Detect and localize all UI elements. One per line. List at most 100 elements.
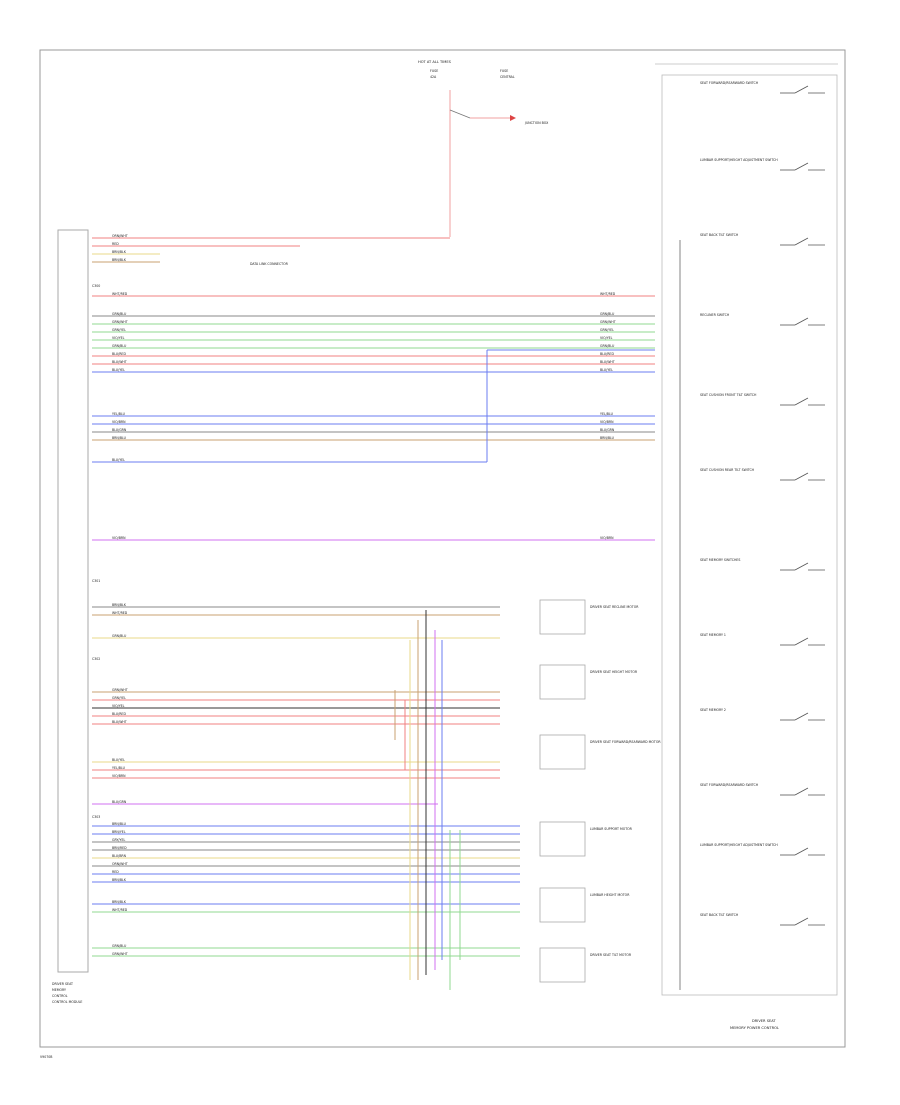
wire-upper-end-label-14: VIO/BRN — [600, 420, 614, 424]
wire-upper-end-label-6: GRN/WHT — [600, 320, 616, 324]
wire-upper-label-2: BRN/BLK — [112, 250, 127, 254]
motor-label-3: LUMBAR SUPPORT MOTOR — [590, 827, 633, 831]
module-label-3: CONTROL — [52, 994, 68, 998]
wire-lower-label-21: WHT/RED — [112, 908, 128, 912]
motor-label-1: DRIVER SEAT HEIGHT MOTOR — [590, 670, 638, 674]
switch-label-4: SEAT CUSHION FRONT TILT SWITCH — [700, 393, 757, 397]
wire-lower-label-13: BRN/YEL — [112, 830, 126, 834]
switch-label-6: SEAT MEMORY SWITCHES — [700, 558, 740, 562]
motor-box-0 — [539, 599, 586, 635]
connector-c303: C303 — [92, 815, 100, 819]
switch-label-11: SEAT BACK TILT SWITCH — [700, 913, 739, 917]
switch-label-10: LUMBAR SUPPORT/HEIGHT ADJUSTMENT SWITCH — [700, 843, 778, 847]
wire-lower-label-5: VIO/YEL — [112, 704, 125, 708]
module-box — [57, 229, 89, 973]
motor-box-4 — [539, 887, 586, 923]
switch-label-1: LUMBAR SUPPORT/HEIGHT ADJUSTMENT SWITCH — [700, 158, 778, 162]
wire-upper-end-label-4: WHT/RED — [600, 292, 616, 296]
diagram-title: DRIVER SEAT — [752, 1019, 776, 1023]
wire-upper-end-label-16: BRN/BLU — [600, 436, 615, 440]
wire-upper-label-6: GRN/WHT — [112, 320, 128, 324]
wire-upper-label-18: VIO/BRN — [112, 536, 126, 540]
fuse-label: FUSE — [430, 69, 438, 73]
wire-lower-label-16: BLU/BRN — [112, 854, 127, 858]
fuse-rating-label: 42A — [430, 75, 437, 79]
wire-upper-end-label-18: VIO/BRN — [600, 536, 614, 540]
wire-upper-end-label-8: VIO/YEL — [600, 336, 613, 340]
motor-box-5 — [539, 947, 586, 983]
fuse-label-2: FUSE — [500, 69, 508, 73]
wire-upper-end-label-5: GRN/BLU — [600, 312, 615, 316]
wire-upper-label-8: VIO/YEL — [112, 336, 125, 340]
junction-box-label: JUNCTION BOX — [524, 121, 549, 125]
wire-upper-label-5: GRN/BLU — [112, 312, 127, 316]
wire-group: ORN/WHT RED BRN/BLK BRN/BLK WHT/RED WHT/RED GR… — [92, 234, 655, 990]
wire-upper-end-label-9: GRN/BLU — [600, 344, 615, 348]
switch-label-3: RECLINER SWITCH — [700, 313, 730, 317]
fuse-arrow — [510, 115, 516, 121]
wire-lower-label-17: ORN/WHT — [112, 862, 128, 866]
wire-upper-label-13: YEL/BLU — [112, 412, 126, 416]
switch-contact-3 — [794, 317, 809, 326]
wire-lower-label-4: GRN/YEL — [112, 696, 126, 700]
wire-lower-label-11: BLU/GRN — [112, 800, 127, 804]
wire-lower-label-6: BLU/RED — [112, 712, 126, 716]
switch-contact-5 — [794, 472, 809, 481]
switch-label-9: SEAT FORWARD/REARWARD SWITCH — [700, 783, 759, 787]
module-label-1: DRIVER SEAT — [52, 982, 73, 986]
motor-label-0: DRIVER SEAT RECLINE MOTOR — [590, 605, 639, 609]
wire-upper-label-0: ORN/WHT — [112, 234, 128, 238]
wire-lower-label-12: BRN/BLU — [112, 822, 127, 826]
wire-upper-end-label-10: BLU/RED — [600, 352, 614, 356]
switch-group: SEAT FORWARD/REARWARD SWITCH LUMBAR SUPPO… — [700, 81, 825, 926]
motor-box-2 — [539, 734, 586, 770]
wire-lower-label-10: VIO/BRN — [112, 774, 126, 778]
wire-upper-end-label-15: BLU/GRN — [600, 428, 615, 432]
connector-c300: C300 — [92, 284, 100, 288]
wire-upper-label-15: BLU/GRN — [112, 428, 127, 432]
switch-contact-4 — [794, 397, 809, 406]
motor-box-1 — [539, 664, 586, 700]
connector-c302: C302 — [92, 657, 100, 661]
wire-lower-label-14: GRY/YEL — [112, 838, 125, 842]
ground-note: DATA LINK CONNECTOR — [250, 262, 289, 266]
wire-lower-label-18: RED — [112, 870, 119, 874]
wire-upper-label-17: BLU/YEL — [112, 458, 125, 462]
wire-lower-label-1: WHT/RED — [112, 611, 128, 615]
wire-lower-label-8: BLU/YEL — [112, 758, 125, 762]
wire-upper-label-7: GRN/YEL — [112, 328, 126, 332]
switch-contact-8 — [794, 712, 809, 721]
wire-lower-label-7: BLU/WHT — [112, 720, 127, 724]
module-label-4: CONTROL MODULE — [52, 1000, 82, 1004]
wire-upper-label-14: VIO/BRN — [112, 420, 126, 424]
wire-lower-label-0: BRN/BLK — [112, 603, 127, 607]
page-code: V9070B — [40, 1055, 52, 1059]
motor-label-2: DRIVER SEAT FORWARD/REARWARD MOTOR — [590, 740, 661, 744]
connector-c301: C301 — [92, 579, 100, 583]
wire-upper-label-3: BRN/BLK — [112, 258, 127, 262]
wire-lower-label-19: BRN/BLK — [112, 878, 127, 882]
switch-label-2: SEAT BACK TILT SWITCH — [700, 233, 739, 237]
switch-contact-10 — [794, 847, 809, 856]
motor-group: DRIVER SEAT RECLINE MOTOR DRIVER SEAT HEI… — [539, 599, 661, 983]
switch-contact-1 — [794, 162, 809, 171]
wire-lower-label-20: BRN/BLK — [112, 900, 127, 904]
wire-lower-label-9: YEL/BLU — [112, 766, 126, 770]
wire-upper-end-label-13: YEL/BLU — [600, 412, 614, 416]
switch-contact-9 — [794, 787, 809, 796]
diagram-subtitle: MEMORY POWER CONTROL — [730, 1026, 779, 1030]
wire-lower-label-15: BRN/RED — [112, 846, 127, 850]
wire-upper-label-10: BLU/RED — [112, 352, 126, 356]
central-label: CENTRAL — [500, 75, 515, 79]
wire-upper-end-label-7: GRN/YEL — [600, 328, 614, 332]
wire-upper-label-12: BLU/YEL — [112, 368, 125, 372]
wire-lower-label-2: GRN/BLU — [112, 634, 127, 638]
wire-upper-label-16: BRN/BLU — [112, 436, 127, 440]
switch-label-0: SEAT FORWARD/REARWARD SWITCH — [700, 81, 759, 85]
motor-label-4: LUMBAR HEIGHT MOTOR — [590, 893, 630, 897]
wire-upper-end-label-12: BLU/YEL — [600, 368, 613, 372]
switch-contact-7 — [794, 637, 809, 646]
wire-upper-label-1: RED — [112, 242, 119, 246]
